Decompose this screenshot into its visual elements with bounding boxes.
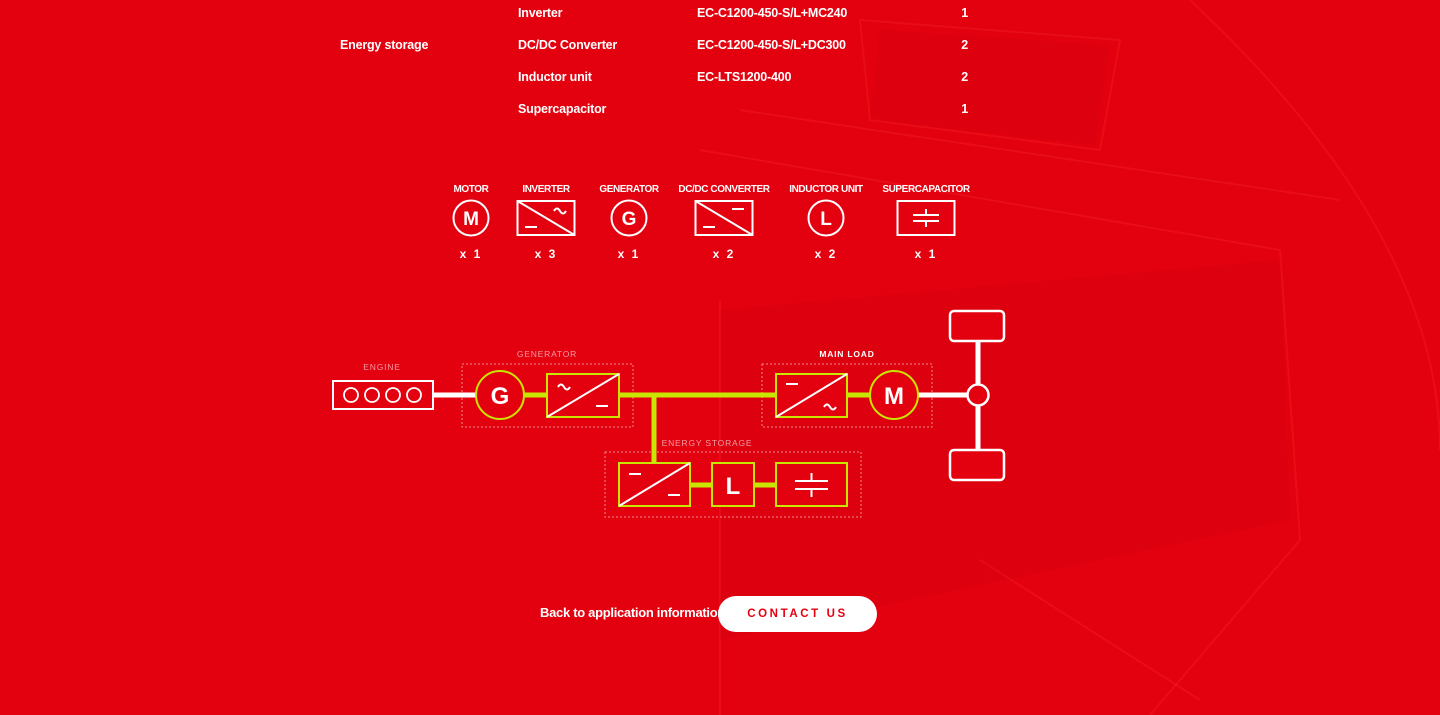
inductor-icon: L xyxy=(807,199,845,237)
component-name-cell: Inverter xyxy=(518,6,563,20)
legend-item-dcdc-converter: DC/DC CONVERTER x 2 xyxy=(669,184,779,261)
generator-icon: G xyxy=(475,370,525,420)
legend-qty: x 1 xyxy=(617,247,641,261)
legend-label: INDUCTOR UNIT xyxy=(789,184,863,195)
inverter-icon xyxy=(775,373,848,418)
energy-storage-label: ENERGY STORAGE xyxy=(662,438,753,448)
generator-symbol: G xyxy=(491,383,510,410)
legend-label: MOTOR xyxy=(453,184,489,195)
table-row: Energy storage DC/DC Converter EC-C1200-… xyxy=(0,38,1440,58)
energy-storage-group-box xyxy=(604,451,862,518)
motor-symbol: M xyxy=(884,383,904,410)
dcdc-converter-icon xyxy=(694,200,754,236)
wheel-icon xyxy=(948,448,1006,482)
wheel-icon xyxy=(948,309,1006,343)
rectifier-icon xyxy=(546,373,620,418)
contact-us-button[interactable]: CONTACT US xyxy=(718,596,877,632)
legend-item-generator: GENERATOR G x 1 xyxy=(574,184,684,261)
legend-item-motor: MOTOR M x 1 xyxy=(416,184,526,261)
legend-symbol-text: L xyxy=(820,209,832,230)
component-code-cell: EC-LTS1200-400 xyxy=(697,70,792,84)
differential-icon xyxy=(966,383,990,407)
component-qty-cell: 1 xyxy=(961,6,968,20)
motor-icon: M xyxy=(869,370,919,420)
component-qty-cell: 2 xyxy=(961,38,968,52)
motor-icon: M xyxy=(452,199,490,237)
group-cell: Energy storage xyxy=(340,38,429,52)
legend-label: SUPERCAPACITOR xyxy=(882,184,970,195)
engine-icon xyxy=(332,380,434,410)
main-load-label: MAIN LOAD xyxy=(819,349,874,359)
legend-symbol-text: M xyxy=(463,209,479,230)
component-qty-cell: 2 xyxy=(961,70,968,84)
legend-label: GENERATOR xyxy=(599,184,659,195)
component-name-cell: Supercapacitor xyxy=(518,102,607,116)
generator-label: GENERATOR xyxy=(517,349,577,359)
legend-qty: x 2 xyxy=(712,247,736,261)
dcdc-converter-icon xyxy=(618,462,691,507)
legend-qty: x 1 xyxy=(459,247,483,261)
legend-symbol-text: G xyxy=(622,209,637,230)
inverter-icon xyxy=(516,200,576,236)
engine-label: ENGINE xyxy=(363,362,400,372)
back-to-application-link[interactable]: Back to application information xyxy=(540,605,725,620)
legend-item-supercapacitor: SUPERCAPACITOR x 1 xyxy=(871,184,981,261)
component-name-cell: DC/DC Converter xyxy=(518,38,618,52)
legend-label: INVERTER xyxy=(522,184,570,195)
legend-item-inverter: INVERTER x 3 xyxy=(491,184,601,261)
inductor-icon: L xyxy=(711,462,755,507)
inductor-symbol: L xyxy=(726,473,741,500)
legend-item-inductor-unit: INDUCTOR UNIT L x 2 xyxy=(771,184,881,261)
supercapacitor-icon xyxy=(775,462,848,507)
table-row: Inverter EC-C1200-450-S/L+MC240 1 xyxy=(0,6,1440,26)
component-qty-cell: 1 xyxy=(961,102,968,116)
component-code-cell: EC-C1200-450-S/L+DC300 xyxy=(697,38,846,52)
component-code-cell: EC-C1200-450-S/L+MC240 xyxy=(697,6,848,20)
generator-icon: G xyxy=(610,199,648,237)
component-name-cell: Inductor unit xyxy=(518,70,592,84)
supercapacitor-icon xyxy=(896,200,956,236)
legend-qty: x 2 xyxy=(814,247,838,261)
legend-label: DC/DC CONVERTER xyxy=(678,184,770,195)
table-row: Supercapacitor 1 xyxy=(0,102,1440,122)
legend-qty: x 1 xyxy=(914,247,938,261)
table-row: Inductor unit EC-LTS1200-400 2 xyxy=(0,70,1440,90)
legend-qty: x 3 xyxy=(534,247,558,261)
dc-bus xyxy=(524,392,870,488)
